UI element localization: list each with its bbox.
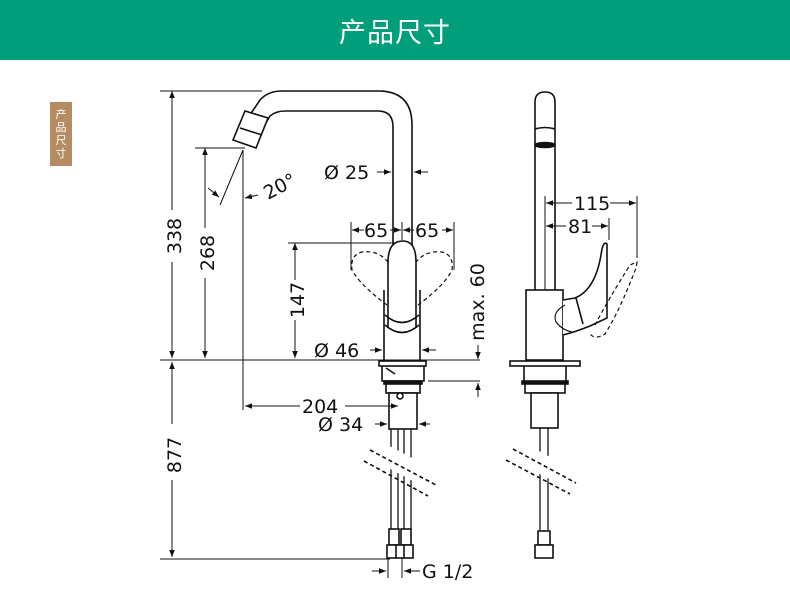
section-tag-char: 寸 bbox=[55, 147, 67, 160]
dim-spout-angle: 20° bbox=[260, 169, 300, 204]
dim-body-diameter: Ø 46 bbox=[314, 340, 359, 362]
page-header: 产品尺寸 bbox=[0, 0, 790, 60]
dim-spout-diameter: Ø 25 bbox=[324, 162, 369, 184]
section-tag: 产 品 尺 寸 bbox=[50, 102, 72, 166]
side-view bbox=[505, 91, 638, 559]
dim-spout-reach: 204 bbox=[302, 396, 338, 418]
side-dimension-labels: 115 81 bbox=[568, 193, 610, 238]
dim-spout-height: 268 bbox=[197, 235, 219, 271]
dim-hose-length: 877 bbox=[164, 437, 186, 473]
side-dimensions bbox=[544, 196, 638, 290]
dim-max-counter-thickness: max. 60 bbox=[467, 263, 489, 341]
section-tag-char: 尺 bbox=[55, 134, 67, 147]
dim-connection: G 1/2 bbox=[422, 561, 473, 583]
front-dimensions bbox=[160, 90, 481, 578]
dim-lever-reach-max: 115 bbox=[574, 193, 610, 215]
front-view bbox=[231, 90, 453, 559]
front-dimension-labels: 338 268 147 877 20° Ø 25 65 65 Ø 46 max.… bbox=[164, 162, 489, 583]
dim-lever-reach: 81 bbox=[568, 216, 592, 238]
dim-lever-swing-right: 65 bbox=[415, 220, 439, 242]
section-tag-char: 产 bbox=[55, 108, 67, 121]
page-title: 产品尺寸 bbox=[339, 17, 451, 49]
dim-total-height: 338 bbox=[164, 218, 186, 254]
dim-lever-height: 147 bbox=[287, 282, 309, 318]
section-tag-char: 品 bbox=[55, 121, 67, 134]
dim-shank-diameter: Ø 34 bbox=[318, 414, 363, 436]
dim-lever-swing-left: 65 bbox=[364, 220, 388, 242]
